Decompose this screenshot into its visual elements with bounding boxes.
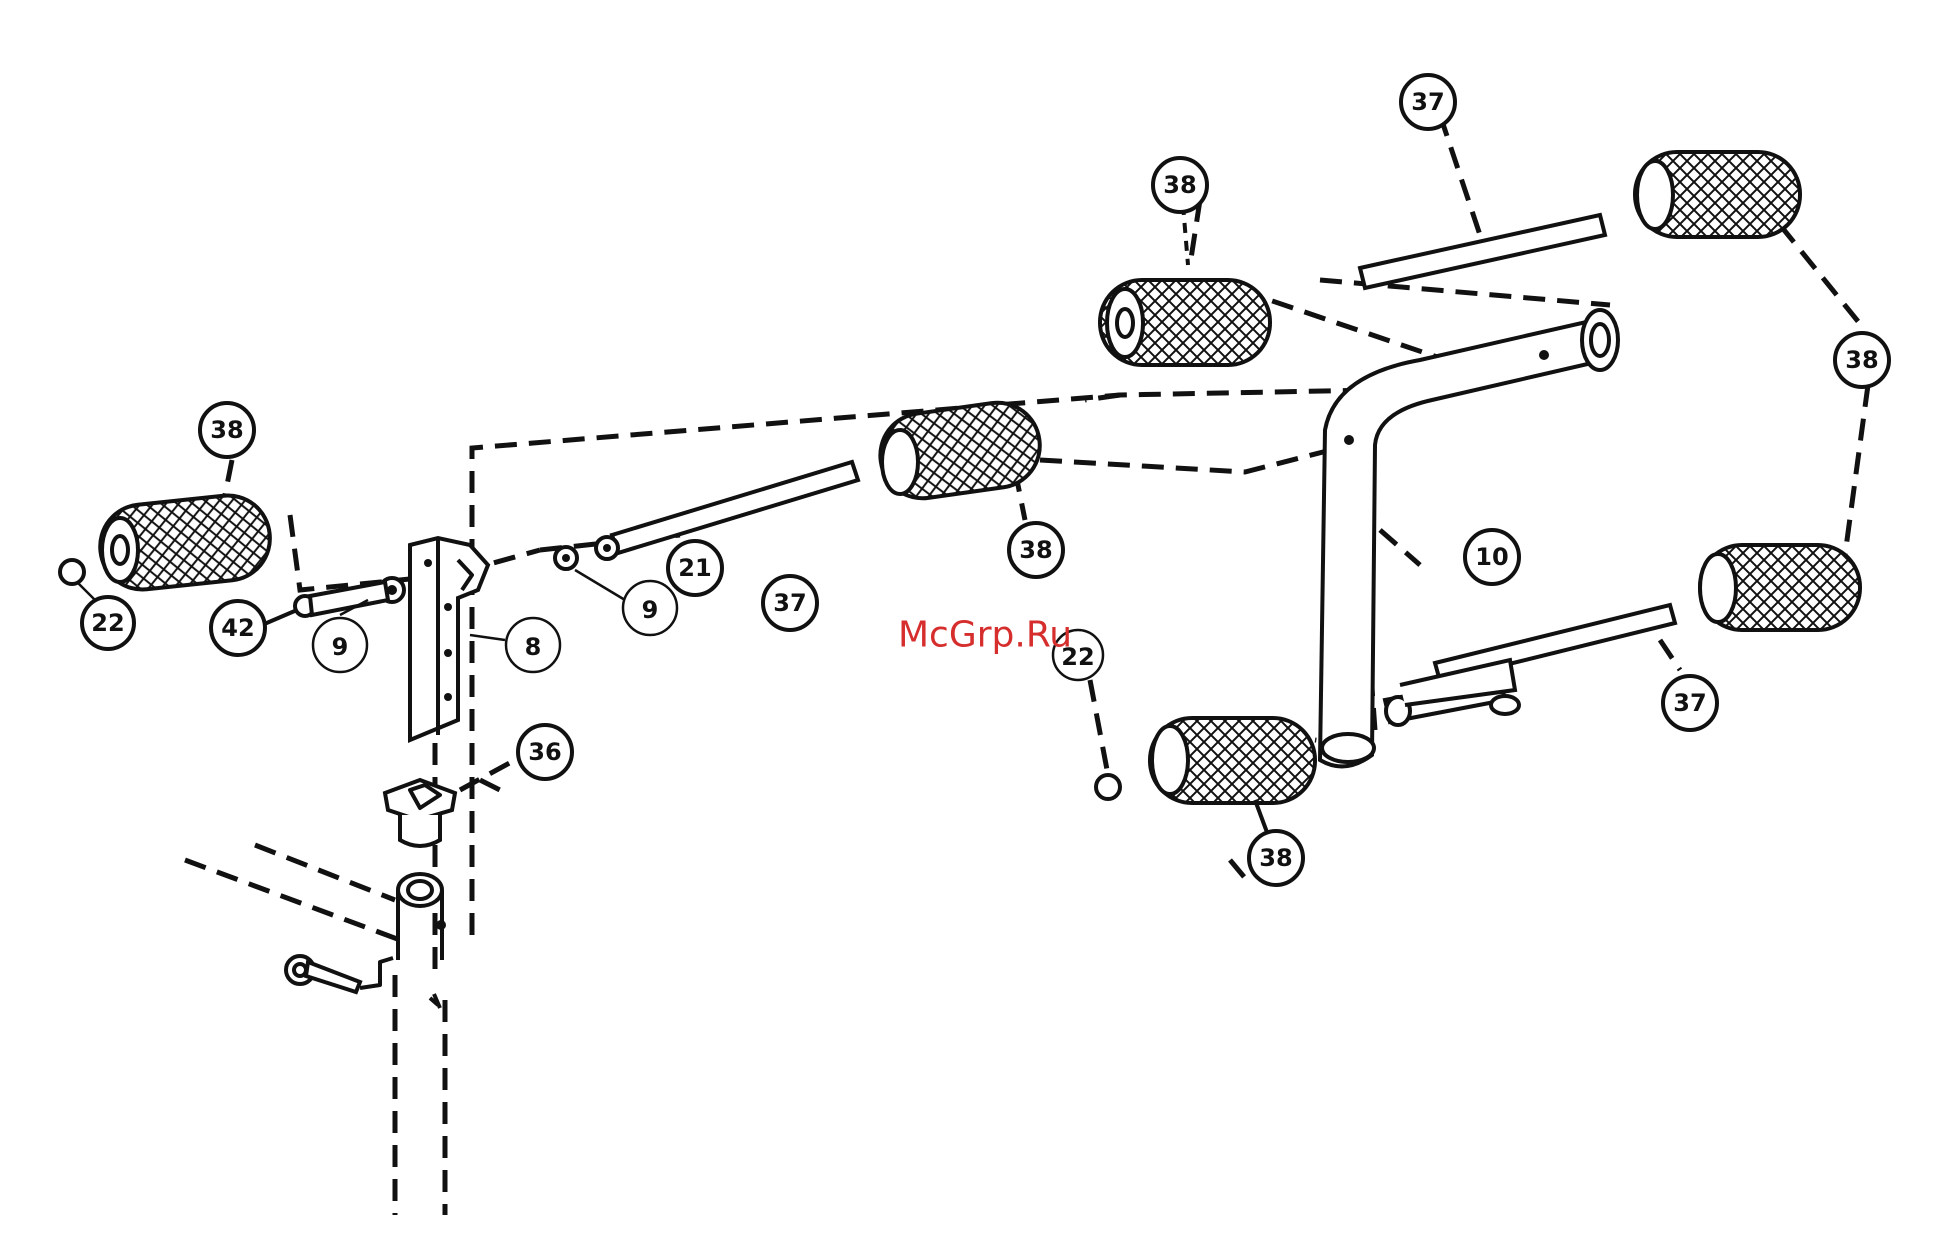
callout-label: 22 [91, 609, 124, 637]
callout-37-center: 37 [763, 576, 817, 630]
watermark-text: McGrp.Ru [898, 615, 1072, 656]
grip-pad-upper-left [1100, 280, 1270, 365]
rod-center [612, 462, 858, 553]
callout-label: 37 [1673, 689, 1706, 717]
callout-label: 38 [1019, 536, 1052, 564]
grip-pad-upper-right [1635, 152, 1800, 237]
callout-label: 38 [1845, 346, 1878, 374]
callout-label: 38 [1163, 171, 1196, 199]
callout-label: 21 [678, 554, 711, 582]
grip-pad-lower-right [1700, 545, 1860, 630]
knob-bolt [286, 956, 393, 992]
callout-22-left: 22 [78, 583, 134, 649]
callout-8: 8 [470, 618, 560, 672]
callout-38-right: 38 [1835, 333, 1889, 387]
callout-label: 10 [1475, 543, 1508, 571]
callout-37-top: 37 [1401, 75, 1455, 129]
callout-37-right: 37 [1663, 676, 1717, 730]
bracket-plate [410, 538, 488, 740]
callout-label: 8 [525, 633, 542, 661]
callout-42: 42 [211, 601, 297, 655]
grip-pad-lower-center [1150, 718, 1315, 803]
callout-10: 10 [1465, 530, 1519, 584]
end-caps [60, 560, 1120, 799]
callout-9-right: 9 [575, 570, 677, 635]
callout-label: 37 [773, 589, 806, 617]
callout-36: 36 [518, 725, 572, 779]
callout-21: 21 [668, 541, 722, 595]
callout-label: 38 [1259, 844, 1292, 872]
callout-label: 37 [1411, 88, 1444, 116]
callout-label: 42 [221, 614, 254, 642]
rod-upper [1360, 215, 1605, 288]
upright-post [398, 874, 446, 1008]
grip-pad-left [96, 491, 274, 593]
flange-bushing [385, 780, 455, 846]
callout-label: 36 [528, 738, 561, 766]
callout-label: 38 [210, 416, 243, 444]
callout-label: 9 [332, 633, 349, 661]
callout-38-center: 38 [1009, 523, 1063, 577]
callout-38-left: 38 [200, 403, 254, 457]
callout-label: 9 [642, 596, 659, 624]
callout-38-bottom: 38 [1249, 800, 1303, 885]
